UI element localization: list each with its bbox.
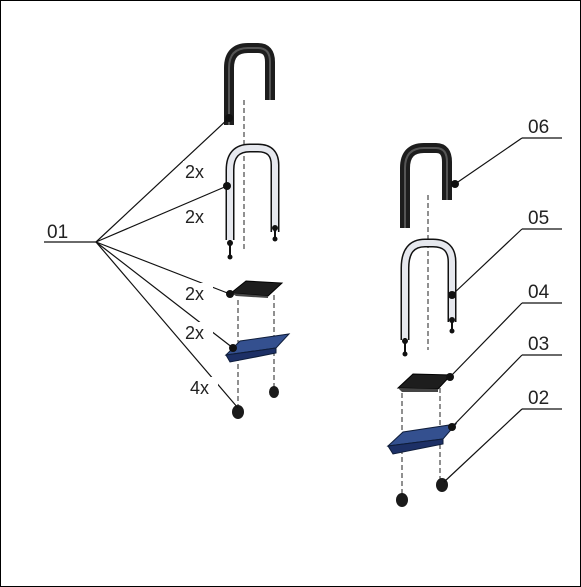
right-callouts: 06 05 04 03 02 [443, 117, 562, 483]
foot-nut [449, 317, 455, 323]
tube-handle-left [225, 143, 280, 240]
qty-label-1: 2x [185, 162, 204, 182]
qty-label-4: 2x [185, 323, 204, 343]
tube-handle-right-fill [402, 240, 455, 340]
callout-01: 01 [47, 222, 68, 243]
qty-bg [183, 206, 213, 226]
leader-03 [451, 354, 523, 428]
nut-right-1 [396, 493, 408, 507]
handle-cover-right-highlight [404, 147, 448, 228]
callout-06: 06 [528, 117, 549, 138]
foot-nut [272, 236, 278, 242]
tread-pad-left-edge [231, 293, 268, 298]
callout-05: 05 [528, 208, 549, 229]
leader-02 [443, 408, 523, 483]
leader-01-a [95, 117, 230, 243]
qty-bg [183, 283, 213, 303]
bracket-left-edge [225, 347, 277, 363]
nut-left-1 [232, 405, 244, 419]
handle-cover-left-highlight [228, 47, 271, 125]
leader-05 [451, 228, 523, 296]
tube-handle-left-fill [227, 145, 278, 240]
tread-pad-right [396, 373, 453, 390]
qty-label-2: 2x [185, 207, 204, 227]
handle-cover-left [224, 43, 275, 125]
tread-pad-right-edge [398, 388, 438, 392]
tread-pad-left [229, 280, 284, 297]
quantity-labels: 2x 2x 2x 2x 4x [183, 161, 218, 398]
left-assembly [223, 43, 291, 419]
callout-02: 02 [528, 388, 549, 409]
qty-bg [183, 322, 213, 342]
leader-06 [454, 137, 523, 185]
foot-nut [449, 328, 455, 334]
foot-nut [402, 351, 408, 357]
foot-nut [272, 225, 278, 231]
foot-nut [402, 338, 408, 344]
qty-bg [183, 161, 213, 181]
qty-label-3: 2x [185, 284, 204, 304]
leader-04 [449, 302, 523, 378]
callout-04: 04 [528, 282, 550, 303]
nut-left-2 [269, 386, 279, 398]
foot-nut [227, 240, 233, 246]
foot-nut [227, 254, 233, 260]
qty-bg [188, 377, 218, 397]
qty-label-5: 4x [190, 378, 209, 398]
callout-03: 03 [528, 334, 549, 355]
right-assembly [386, 143, 459, 507]
bracket-right-edge [387, 438, 444, 455]
leader-01-b [95, 185, 228, 243]
handle-cover-right [400, 143, 452, 228]
